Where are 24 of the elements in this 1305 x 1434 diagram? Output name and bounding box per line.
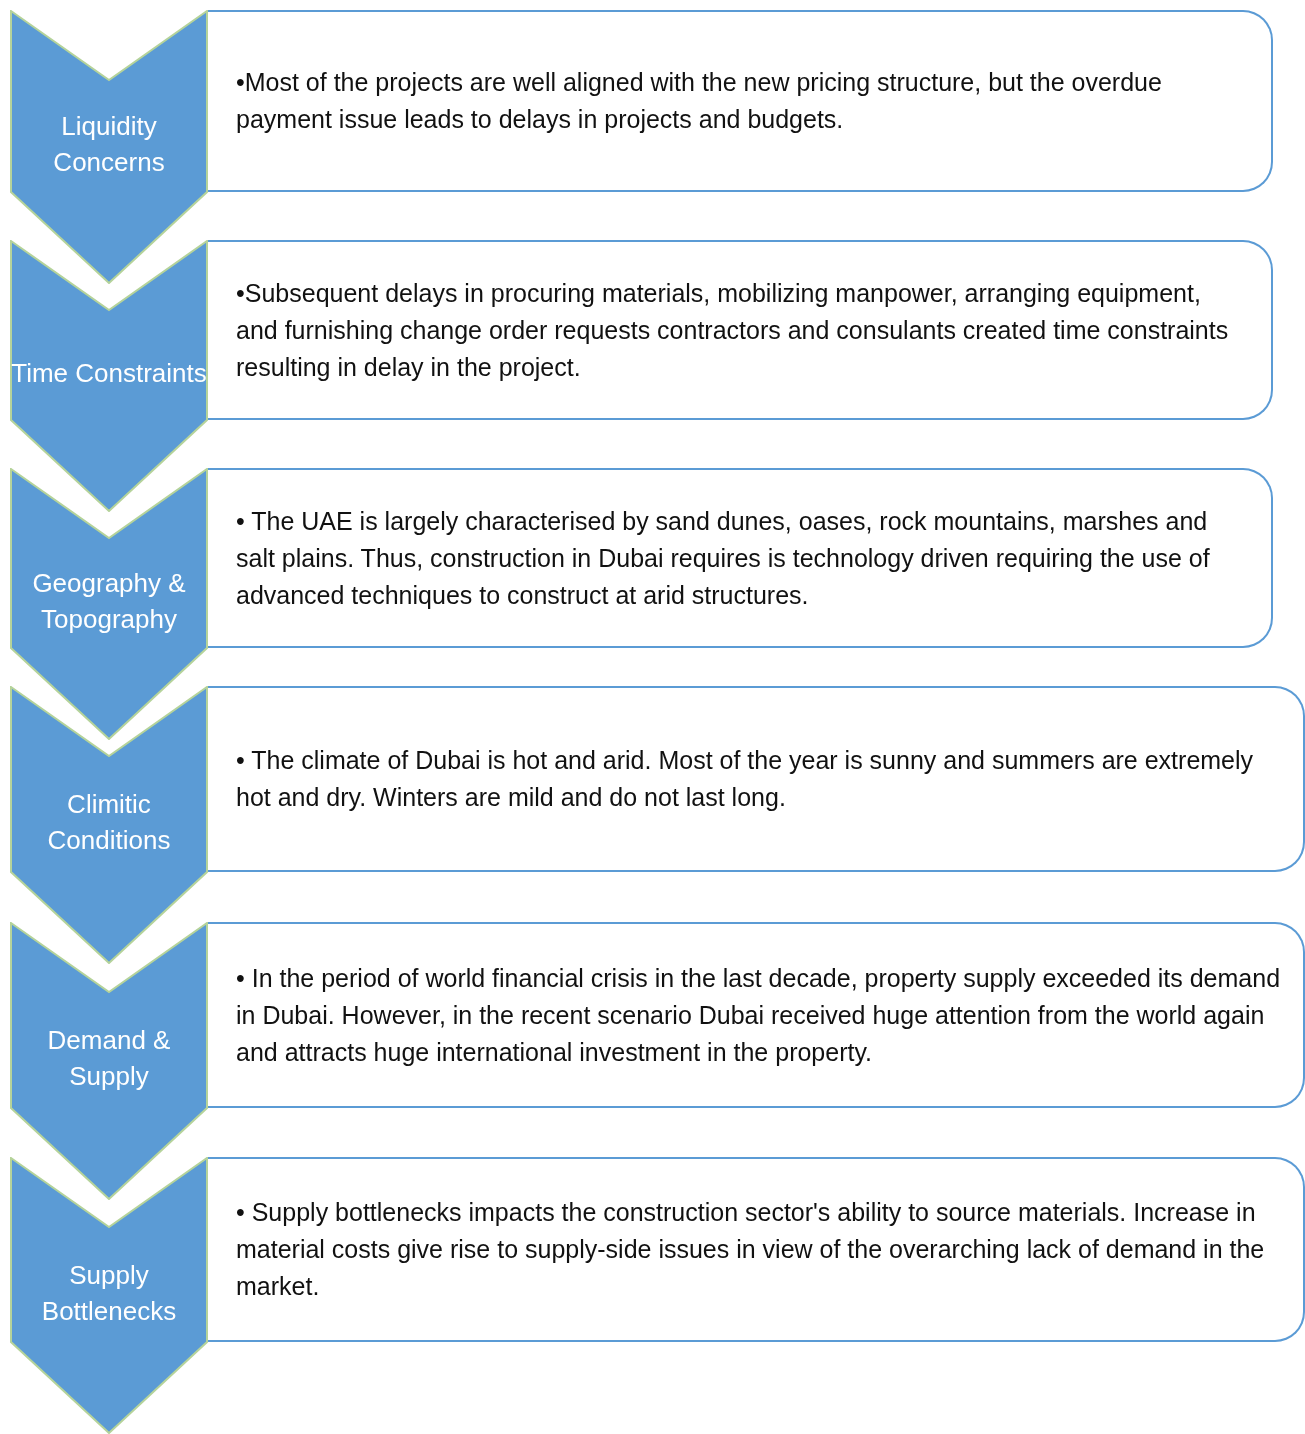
text-panel (208, 10, 1273, 192)
chevron-step (10, 922, 208, 1200)
description-text: • The climate of Dubai is hot and arid. Most of the year is sunny and summers are extremely hot and dry. Winters are mild and do not last long. (236, 745, 1255, 813)
description-text: •Subsequent delays in procuring materials, mobilizing manpower, arranging equipment, and furnishing change order requests contractors and consulants created time constraints resulting in delay in the project. (236, 277, 1230, 383)
text-panel (208, 468, 1273, 648)
chevron-step (10, 240, 208, 512)
step-label: Supply Bottlenecks (40, 1258, 178, 1328)
chevron-step (10, 1157, 208, 1434)
step-label: Liquidity Concerns (52, 110, 166, 179)
step-label: Time Constraints (11, 357, 207, 390)
description-text: •Most of the projects are well aligned with the new pricing structure, but the overdue payment issue leads to delays in projects and budgets. (236, 67, 1163, 135)
step-label: Demand & Supply (46, 1024, 172, 1093)
text-panel (208, 240, 1273, 420)
chevron-step (10, 686, 208, 964)
text-panel (208, 686, 1305, 872)
text-panel (208, 922, 1305, 1108)
step-label: Climitic Conditions (46, 788, 172, 857)
text-panel (208, 1157, 1305, 1342)
description-text: • In the period of world financial crisis in the last decade, property supply exceeded its demand in Dubai. However, in the recent scenario Dubai received huge attention from the world again and attracts huge international investment in the property. (236, 962, 1281, 1068)
description-text: • The UAE is largely characterised by sand dunes, oases, rock mountains, marshes and salt plains. Thus, construction in Dubai requires is technology driven requiring the use of advanced techniques to construct at arid structures. (236, 505, 1211, 611)
step-label: Geography & Topography (31, 567, 187, 636)
description-text: • Supply bottlenecks impacts the construction sector's ability to source materials. Increase in material costs give rise to supply-side issues in view of the overarching lack of demand in the market. (236, 1197, 1266, 1302)
chevron-step (10, 468, 208, 740)
chevron-step (10, 10, 208, 284)
